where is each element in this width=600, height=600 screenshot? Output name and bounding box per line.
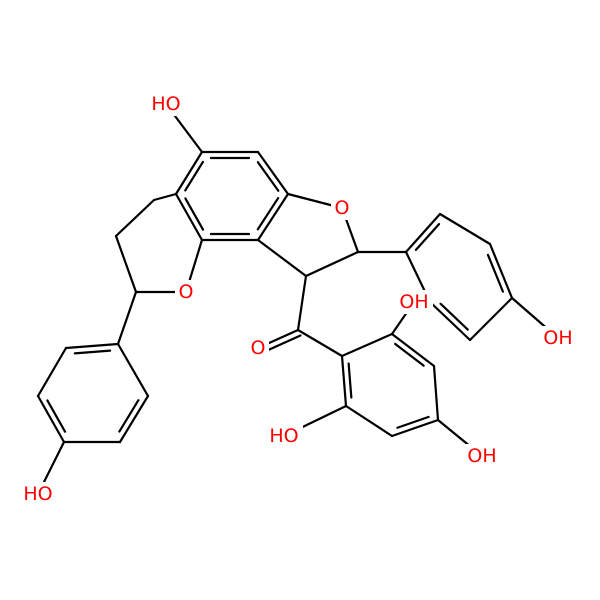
atom-label-oh-top: HO	[151, 93, 180, 115]
bond	[340, 332, 394, 358]
atom-label-oh-left-ring: HO	[23, 483, 52, 505]
double-bond-line	[439, 302, 469, 331]
atom-label-background	[147, 92, 185, 116]
bond	[64, 342, 120, 350]
atom-label-background	[331, 196, 353, 220]
double-bond-line	[256, 161, 280, 192]
double-bond-line	[184, 160, 205, 192]
bond	[488, 242, 514, 300]
bond	[296, 328, 344, 358]
atom-label-oh-ortho-top: OH	[399, 291, 428, 313]
atom-label-oh-para: OH	[467, 445, 496, 467]
atom-label-o-pyran: O	[179, 281, 194, 303]
bond	[36, 394, 66, 444]
atom-label-background	[247, 336, 269, 360]
atom-label-background	[463, 444, 501, 468]
double-bond-line	[256, 196, 280, 231]
atom-label-background	[539, 326, 577, 350]
bond	[468, 296, 514, 342]
bond	[152, 192, 178, 202]
double-bond-line	[184, 197, 205, 231]
bond	[344, 404, 394, 438]
bond	[36, 346, 68, 398]
atom-label-o-furan: O	[335, 197, 350, 219]
atom-label-layer: HO O O O OH OH HO OH HO	[19, 92, 577, 506]
bond	[390, 332, 436, 368]
bond	[116, 342, 150, 398]
bond	[174, 150, 204, 196]
atom-label-oh-ortho-bottom: HO	[269, 425, 298, 447]
bond	[438, 212, 492, 246]
atom-label-o-carbonyl: O	[251, 337, 266, 359]
atom-label-oh-right-ring: OH	[543, 327, 572, 349]
atom-label-background	[19, 482, 57, 506]
bond	[296, 274, 308, 332]
bond	[428, 300, 472, 342]
bond	[114, 234, 138, 294]
bond	[114, 198, 156, 238]
bond	[390, 418, 440, 438]
bond	[174, 192, 204, 242]
bond	[256, 192, 290, 242]
double-bond-line	[396, 415, 430, 429]
atom-label-background	[175, 280, 197, 304]
double-bond-line	[73, 349, 112, 355]
bond	[116, 290, 138, 346]
double-bond-line	[347, 362, 353, 399]
double-bond-line	[414, 222, 441, 252]
double-bond-line	[393, 342, 425, 367]
bond	[432, 364, 440, 422]
atom-label-background	[395, 290, 433, 314]
bond	[404, 212, 442, 254]
double-bond-line	[46, 399, 67, 433]
bond	[340, 354, 348, 408]
double-bond-line	[486, 253, 505, 293]
bond	[256, 150, 290, 196]
atom-label-background	[265, 424, 303, 448]
bond	[118, 394, 150, 444]
bond	[256, 238, 308, 278]
bond	[304, 250, 360, 278]
double-bond-line	[118, 399, 140, 433]
